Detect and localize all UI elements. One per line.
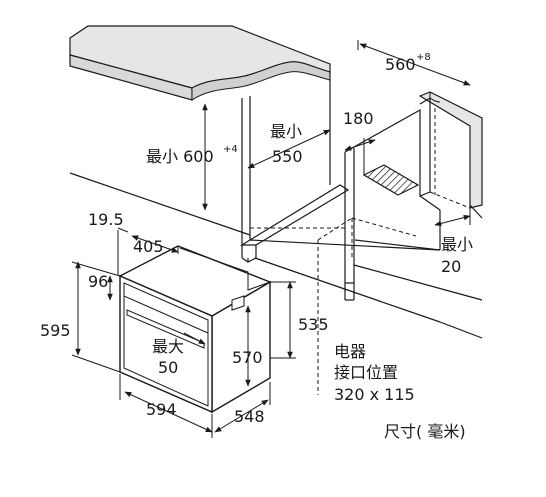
label-max: 最大: [152, 337, 184, 356]
label-max-50: 50: [158, 358, 178, 377]
label-height-600-tolerance: +4: [223, 144, 238, 155]
label-548: 548: [234, 407, 265, 426]
label-socket-line1: 电器: [334, 342, 366, 361]
dimension-lines: [71, 40, 471, 438]
label-unit-note: 尺寸( 毫米): [384, 422, 466, 441]
label-vent-20: 20: [441, 257, 461, 276]
socket-area: [362, 164, 420, 196]
oven: [118, 245, 272, 414]
label-niche-550: 550: [272, 147, 303, 166]
countertop-left: [69, 25, 331, 101]
countertop-right: [418, 91, 483, 225]
label-594: 594: [146, 400, 177, 419]
dimension-labels: 560 +8 最小 550 最小 600 +4 180 最小 20 19.5 4…: [40, 52, 473, 441]
label-socket-offset-180: 180: [343, 109, 374, 128]
label-19-5: 19.5: [88, 210, 124, 229]
label-vent-min: 最小: [441, 235, 473, 254]
label-socket-line2: 接口位置: [334, 363, 398, 382]
label-96: 96: [88, 272, 108, 291]
label-595: 595: [40, 321, 71, 340]
label-570: 570: [232, 348, 263, 367]
label-405: 405: [133, 237, 164, 256]
dashed-guides: [250, 108, 471, 395]
label-height-600: 最小 600: [146, 147, 214, 166]
cabinet-niche: [69, 72, 483, 339]
label-560: 560: [385, 55, 416, 74]
label-niche-min: 最小: [270, 122, 302, 141]
label-socket-line3: 320 x 115: [334, 385, 415, 404]
label-560-tolerance: +8: [416, 52, 431, 63]
label-535: 535: [298, 315, 329, 334]
